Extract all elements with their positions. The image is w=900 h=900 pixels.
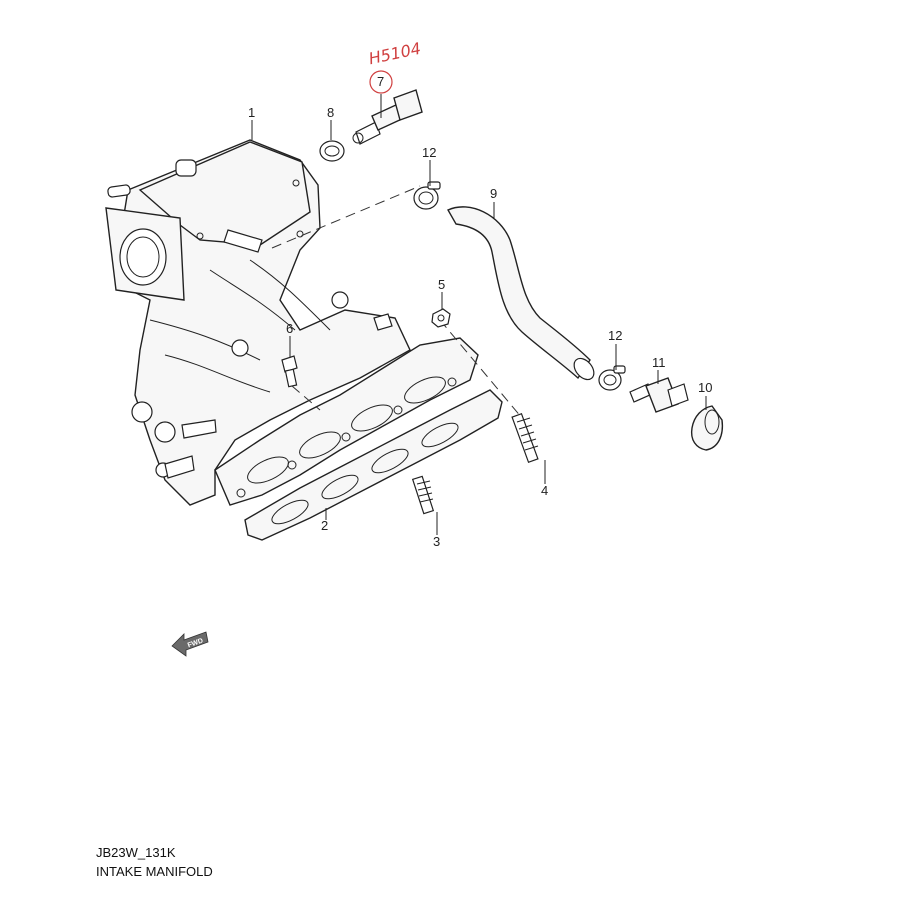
diagram-code: JB23W_131K (96, 845, 176, 860)
callout-5: 5 (438, 277, 445, 292)
callout-1: 1 (248, 105, 255, 120)
callout-8: 8 (327, 105, 334, 120)
sensor-7 (352, 89, 423, 145)
fwd-arrow: FWD (171, 631, 209, 657)
callout-11: 11 (652, 355, 666, 370)
bolt-6 (281, 355, 321, 411)
hose-clamp-12-lower (598, 365, 626, 391)
callout-2: 2 (321, 518, 328, 533)
o-ring-8 (319, 140, 345, 162)
callout-12-lower: 12 (608, 328, 622, 343)
handwritten-annotation: H5104 (367, 39, 423, 94)
callout-labels: 1 2 3 4 5 6 7 8 9 10 11 12 12 (248, 74, 712, 549)
nut-5 (431, 308, 451, 328)
stud-4 (439, 319, 539, 464)
callout-7-circle (369, 70, 393, 94)
callout-10: 10 (698, 380, 712, 395)
callout-7: 7 (377, 74, 384, 89)
manifold-gasket (244, 389, 503, 541)
leader-lines (251, 94, 707, 535)
grommet-10 (690, 405, 724, 451)
callout-6: 6 (286, 321, 293, 336)
callout-3: 3 (433, 534, 440, 549)
pcv-valve-11 (629, 377, 689, 413)
diagram-title: INTAKE MANIFOLD (96, 864, 213, 879)
hose-9 (271, 185, 595, 381)
callout-4: 4 (541, 483, 548, 498)
handwritten-note: H5104 (367, 39, 423, 69)
callout-12-upper: 12 (422, 145, 436, 160)
stud-3 (411, 475, 435, 515)
intake-manifold (105, 139, 479, 506)
hose-clamp-12-upper (413, 181, 441, 210)
callout-9: 9 (490, 186, 497, 201)
